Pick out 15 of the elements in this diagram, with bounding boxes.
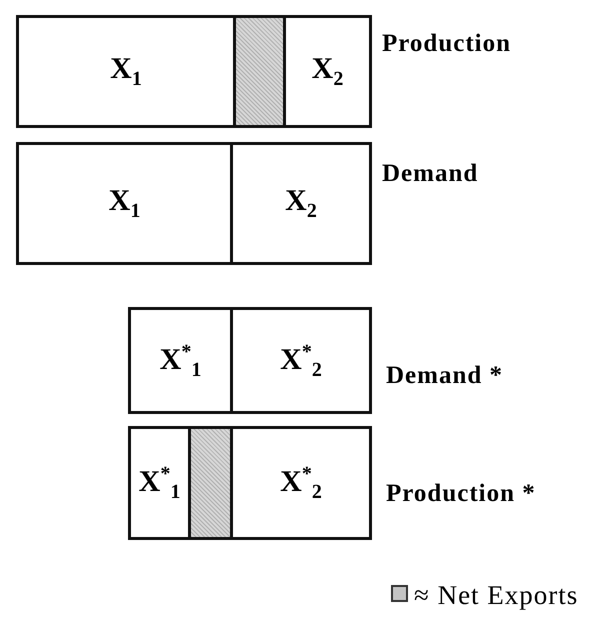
variable-label: X$_{2}$ — [285, 186, 317, 221]
bar-caption: Demand — [382, 160, 478, 188]
shaded-segment — [236, 18, 286, 125]
bar — [128, 307, 372, 414]
variable-label: X$_{1}$ — [110, 54, 142, 89]
bar — [16, 142, 372, 265]
bar-caption: Production * — [386, 480, 536, 508]
bar — [16, 15, 372, 128]
variable-label: X$_{2}$ — [312, 54, 344, 89]
variable-label: X$_{1}$ — [108, 186, 140, 221]
bar-caption: Demand * — [386, 362, 504, 390]
legend-label: ≈ Net Exports — [414, 580, 578, 611]
shaded-segment — [191, 429, 233, 537]
bar-caption: Production — [382, 30, 511, 58]
bar — [128, 426, 372, 540]
